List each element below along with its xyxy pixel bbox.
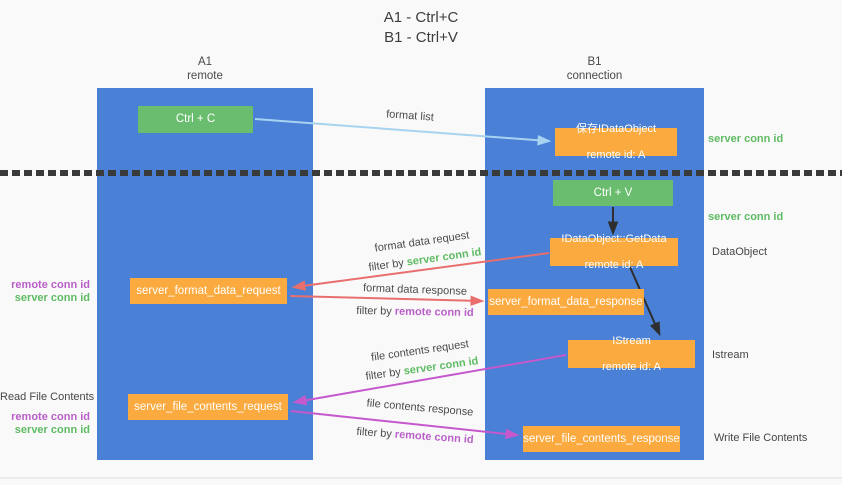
filter-prefix: filter by [367,256,408,274]
server-conn-id-key: server conn id [405,246,483,269]
dataobject-annotation: DataObject [712,246,768,258]
getdata-line1: IDataObject::GetData [561,232,667,245]
istream-line1: IStream [612,334,651,347]
left-column-title: A1 [197,56,213,68]
file-contents-response-filter-label: filter by remote conn id [340,425,490,447]
getdata-line2: remote id: A [584,258,644,271]
title-line-1: A1 - Ctrl+C [383,9,459,26]
diagram-title: A1 - Ctrl+C B1 - Ctrl+V [0,8,842,48]
remote-conn-id-annotation-top: remote conn id [11,279,90,291]
server-conn-id-key: server conn id [402,355,480,378]
left-conn-id-stack-top: remote conn id server conn id [0,279,90,305]
write-file-contents-annotation: Write File Contents [714,432,808,444]
remote-conn-id-annotation-bottom: remote conn id [11,411,90,423]
right-column-header: B1 connection [485,55,704,83]
bottom-divider [0,477,842,479]
server-file-contents-request-node: server_file_contents_request [128,394,288,420]
remote-conn-id-key: remote conn id [394,428,474,447]
dotted-separator-line [0,170,842,176]
format-data-response-label: format data response [362,282,468,298]
istream-annotation: Istream [712,349,749,361]
left-column-subtitle: remote [187,70,223,82]
server-file-contents-response-node: server_file_contents_response [523,426,680,452]
server-conn-id-annotation-mid: server conn id [708,211,784,223]
left-conn-id-stack-bottom: remote conn id server conn id [0,411,90,437]
getdata-node: IDataObject::GetData remote id: A [550,233,678,271]
ctrl-c-node: Ctrl + C [138,106,253,133]
save-idataobject-line2: remote id: A [586,148,646,161]
server-format-data-request-node: server_format_data_request [130,278,287,304]
filter-prefix: filter by [356,304,395,318]
filter-prefix: filter by [356,425,396,441]
server-conn-id-annotation-top: server conn id [708,133,784,145]
right-column-title: B1 [587,56,602,68]
save-idataobject-line1: 保存IDataObject [575,122,657,135]
istream-line2: remote id: A [602,360,661,373]
file-contents-response-label: file contents response [366,397,474,419]
read-file-contents-annotation: Read File Contents [0,391,95,403]
format-list-label: format list [385,108,435,124]
istream-node: IStream remote id: A [568,335,695,373]
server-conn-id-annotation-left-bottom: server conn id [14,424,90,436]
right-column-subtitle: connection [566,70,623,82]
remote-conn-id-key: remote conn id [394,305,474,320]
format-data-response-filter-label: filter by remote conn id [340,305,490,320]
title-line-2: B1 - Ctrl+V [384,29,458,46]
ctrl-v-node: Ctrl + V [553,180,673,206]
save-idataobject-node: 保存IDataObject remote id: A [555,123,677,161]
server-conn-id-annotation-left-top: server conn id [14,292,90,304]
filter-prefix: filter by [364,365,405,383]
left-column-header: A1 remote [97,55,313,83]
server-format-data-response-node: server_format_data_response [488,289,644,315]
